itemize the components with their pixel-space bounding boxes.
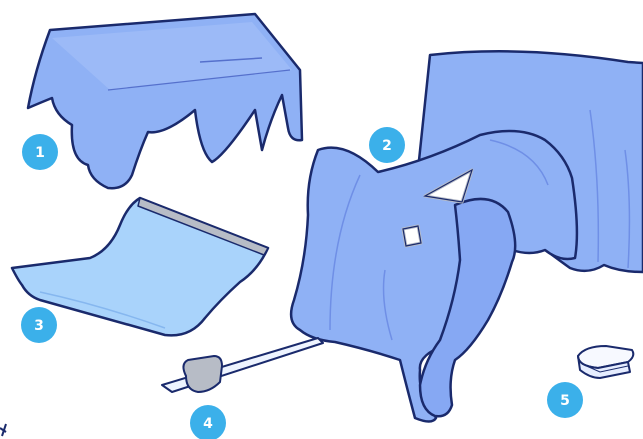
badge-4: 4 <box>190 405 226 439</box>
badge-1-label: 1 <box>35 145 45 161</box>
badge-3-label: 3 <box>34 318 44 334</box>
badge-3: 3 <box>21 307 57 343</box>
badge-4-label: 4 <box>203 416 213 432</box>
badge-2-label: 2 <box>382 138 392 154</box>
badge-2: 2 <box>369 127 405 163</box>
table-cover <box>28 14 302 188</box>
badge-5-label: 5 <box>560 393 570 409</box>
tape-strip-tab <box>183 356 222 392</box>
edge-mark <box>0 424 6 436</box>
folded-towel <box>578 346 633 378</box>
badge-5: 5 <box>547 382 583 418</box>
adhesive-tape-strip <box>162 338 323 392</box>
badge-1: 1 <box>22 134 58 170</box>
